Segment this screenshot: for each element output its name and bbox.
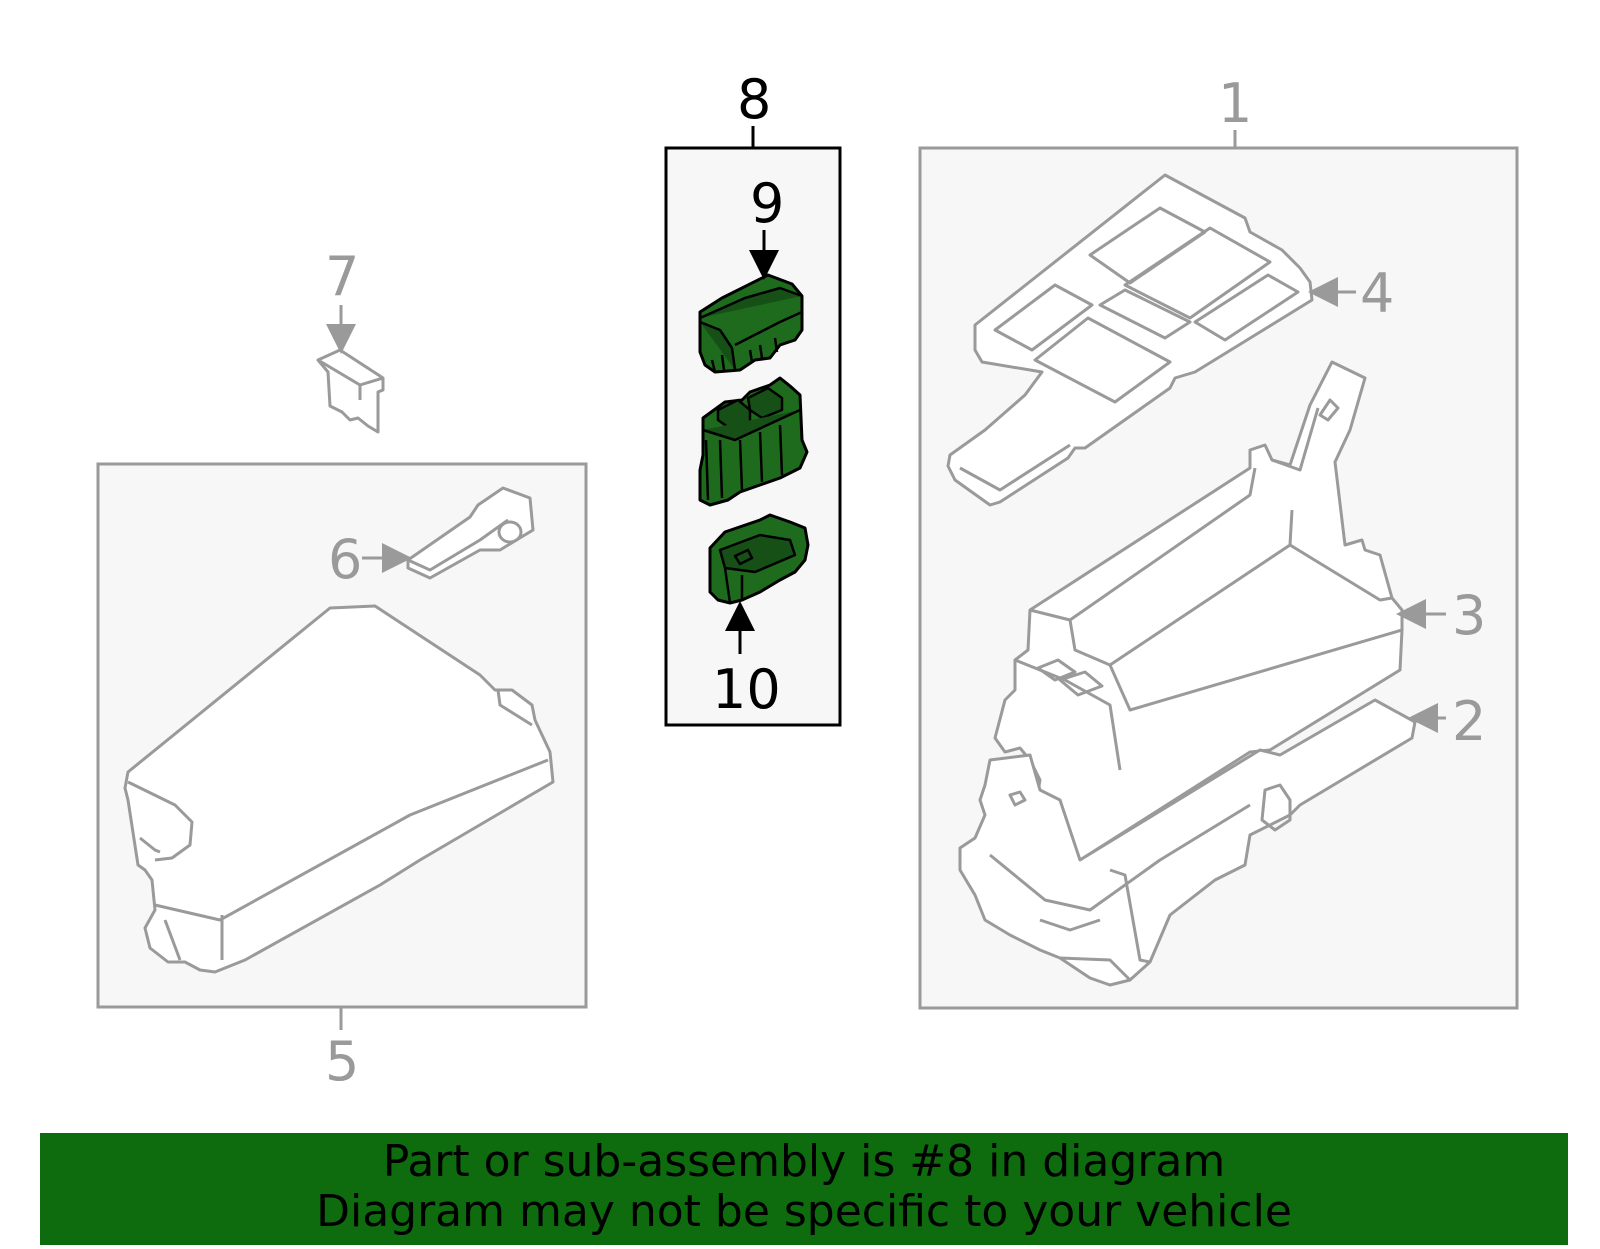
callout-7: 7	[325, 245, 359, 308]
part-5-cover	[123, 604, 555, 974]
part-10-highlighted	[708, 513, 810, 605]
callout-9: 9	[750, 172, 784, 235]
part-8-relay-block	[698, 376, 809, 507]
banner-line-2: Diagram may not be specific to your vehi…	[316, 1186, 1292, 1237]
part-2-base	[958, 698, 1417, 987]
info-banner: Part or sub-assembly is #8 in diagram Di…	[40, 1133, 1568, 1245]
callout-1: 1	[1218, 72, 1252, 135]
callout-3: 3	[1452, 584, 1486, 647]
part-6-bracket	[406, 486, 535, 580]
callout-4: 4	[1360, 262, 1394, 325]
banner-line-1: Part or sub-assembly is #8 in diagram	[382, 1136, 1226, 1187]
part-9-highlighted	[698, 273, 804, 374]
part-4-cover	[946, 173, 1314, 507]
part-7-clip	[316, 348, 385, 434]
callout-10: 10	[712, 658, 781, 721]
callout-8: 8	[737, 68, 771, 131]
part-3-body	[993, 360, 1404, 862]
callout-6: 6	[328, 528, 362, 591]
callout-2: 2	[1452, 690, 1486, 753]
callout-5: 5	[325, 1030, 359, 1093]
